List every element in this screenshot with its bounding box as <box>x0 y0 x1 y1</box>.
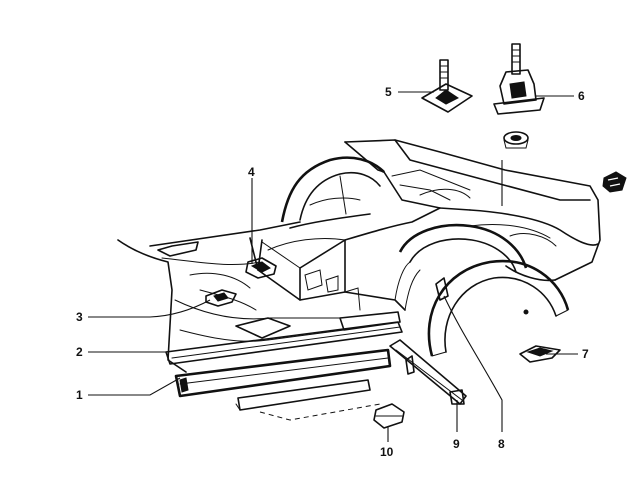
clip-fastener <box>602 171 627 193</box>
car-body-shell <box>117 139 601 373</box>
part-6-mounting-bracket <box>493 43 545 115</box>
callout-5: 5 <box>385 85 392 99</box>
callout-labels: 1 2 3 4 5 6 7 8 9 10 <box>76 85 589 459</box>
part-9-crossmember <box>389 339 467 405</box>
part-2-sill-panel <box>165 317 403 365</box>
grommet <box>503 131 529 149</box>
part-4-floor-mount <box>245 257 277 279</box>
leader-3 <box>88 299 211 318</box>
part-8-outer-wheel-arch <box>427 259 570 357</box>
callout-2: 2 <box>76 345 83 359</box>
leader-8 <box>443 295 503 432</box>
callout-7: 7 <box>582 347 589 361</box>
leader-lines <box>88 91 578 442</box>
part-5-mounting-plate <box>421 59 473 113</box>
callout-4: 4 <box>248 165 255 179</box>
callout-8: 8 <box>498 437 505 451</box>
callout-3: 3 <box>76 310 83 324</box>
callout-10: 10 <box>380 445 394 459</box>
part-1-outer-sill <box>174 348 392 398</box>
part-10-reinforcement <box>235 379 405 429</box>
leader-1 <box>88 377 181 396</box>
callout-6: 6 <box>578 89 585 103</box>
callout-9: 9 <box>453 437 460 451</box>
callout-1: 1 <box>76 388 83 402</box>
